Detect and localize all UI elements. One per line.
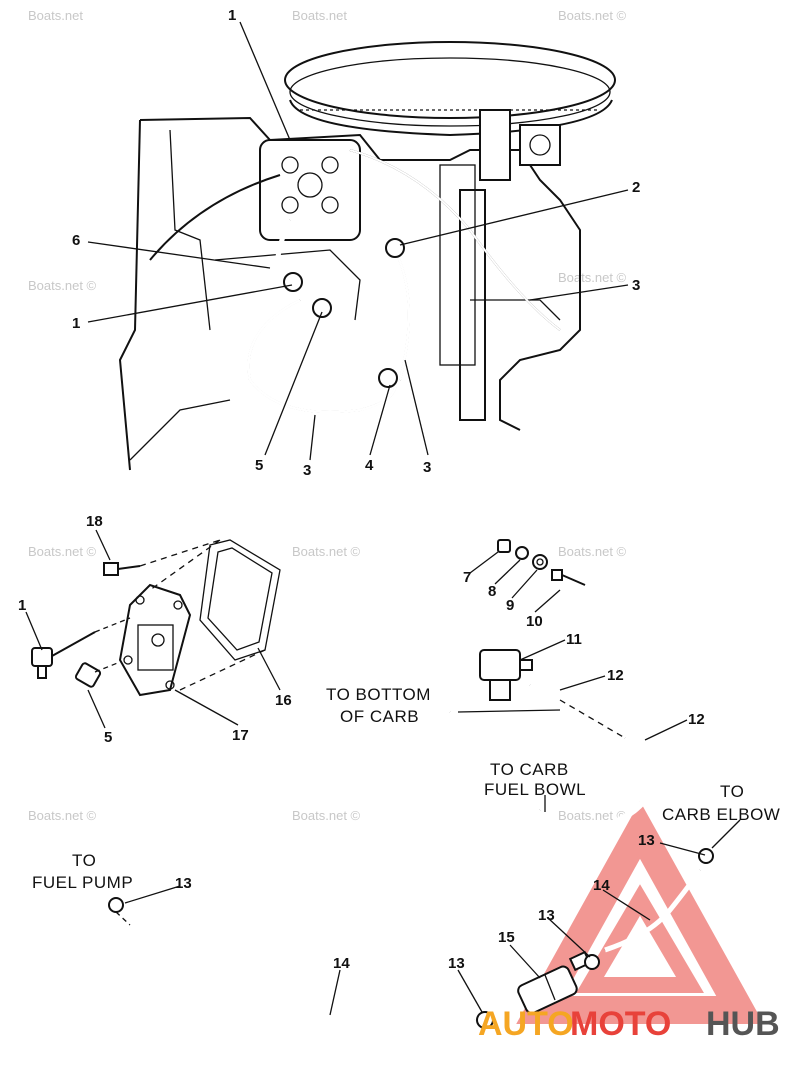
lower-callouts: 18 1 5 17 16 7 8 9 10 11 12 12 13 14 13 … bbox=[18, 513, 705, 972]
logo-text-hub: HUB bbox=[706, 1005, 780, 1043]
watermark: Boats.net © bbox=[292, 808, 361, 823]
upper-callouts: 1 2 6 3 1 5 3 4 3 bbox=[72, 7, 640, 479]
watermark-layer: Boats.net Boats.net Boats.net © Boats.ne… bbox=[28, 8, 627, 823]
callout-number: 1 bbox=[72, 315, 80, 332]
automotohub-logo: AUTO MOTO HUB bbox=[478, 1005, 780, 1043]
watermark: Boats.net © bbox=[558, 544, 627, 559]
callout-number: 8 bbox=[488, 583, 496, 600]
callout-number: 9 bbox=[506, 597, 514, 614]
note-to-fuel-pump: FUEL PUMP bbox=[32, 873, 133, 892]
logo-triangle-icon bbox=[516, 801, 764, 1024]
logo-text-auto: AUTO bbox=[478, 1005, 574, 1043]
callout-number: 10 bbox=[526, 613, 543, 630]
lower-leader-lines bbox=[25, 529, 741, 1016]
callout-number: 5 bbox=[104, 729, 112, 746]
callout-number: 16 bbox=[275, 692, 292, 709]
watermark: Boats.net © bbox=[28, 544, 97, 559]
watermark: Boats.net © bbox=[558, 270, 627, 285]
callout-number: 12 bbox=[607, 667, 624, 684]
callout-number: 18 bbox=[86, 513, 103, 530]
callout-number: 13 bbox=[538, 907, 555, 924]
callout-number: 6 bbox=[72, 232, 80, 249]
note-to-carb-fuel-bowl: FUEL BOWL bbox=[484, 780, 586, 799]
note-to-carb-fuel-bowl: TO CARB bbox=[490, 760, 569, 779]
note-to-bottom-of-carb: TO BOTTOM bbox=[326, 685, 431, 704]
callout-number: 3 bbox=[303, 462, 311, 479]
note-to-carb-elbow: TO bbox=[720, 782, 744, 801]
callout-number: 3 bbox=[632, 277, 640, 294]
callout-number: 4 bbox=[365, 457, 374, 474]
watermark: Boats.net © bbox=[558, 808, 627, 823]
callout-number: 15 bbox=[498, 929, 515, 946]
callout-number: 11 bbox=[566, 631, 582, 648]
pump-cover-assembly bbox=[31, 539, 281, 697]
callout-number: 12 bbox=[688, 711, 705, 728]
upper-leader-lines bbox=[87, 21, 629, 461]
note-to-fuel-pump: TO bbox=[72, 851, 96, 870]
watermark: Boats.net © bbox=[292, 544, 361, 559]
callout-number: 14 bbox=[593, 877, 610, 894]
watermark: Boats.net bbox=[292, 8, 347, 23]
callout-number: 2 bbox=[632, 179, 640, 196]
callout-number: 13 bbox=[175, 875, 192, 892]
watermark: Boats.net © bbox=[28, 278, 97, 293]
callout-number: 13 bbox=[448, 955, 465, 972]
watermark: Boats.net © bbox=[558, 8, 627, 23]
logo-text-moto: MOTO bbox=[570, 1005, 671, 1043]
callout-number: 1 bbox=[18, 597, 26, 614]
callout-number: 7 bbox=[463, 569, 471, 586]
fuel-line-assembly bbox=[108, 848, 714, 1029]
callout-number: 13 bbox=[638, 832, 655, 849]
callout-number: 3 bbox=[423, 459, 431, 476]
note-to-bottom-of-carb: OF CARB bbox=[340, 707, 419, 726]
note-to-carb-elbow: CARB ELBOW bbox=[662, 805, 780, 824]
routing-notes: TO BOTTOM OF CARB TO CARB FUEL BOWL TO C… bbox=[32, 685, 780, 892]
watermark: Boats.net © bbox=[28, 808, 97, 823]
callout-number: 1 bbox=[228, 7, 236, 24]
engine-illustration bbox=[118, 41, 616, 471]
callout-number: 5 bbox=[255, 457, 263, 474]
callout-number: 14 bbox=[333, 955, 350, 972]
sensor-assembly bbox=[448, 539, 657, 839]
callout-number: 17 bbox=[232, 727, 249, 744]
watermark: Boats.net bbox=[28, 8, 83, 23]
